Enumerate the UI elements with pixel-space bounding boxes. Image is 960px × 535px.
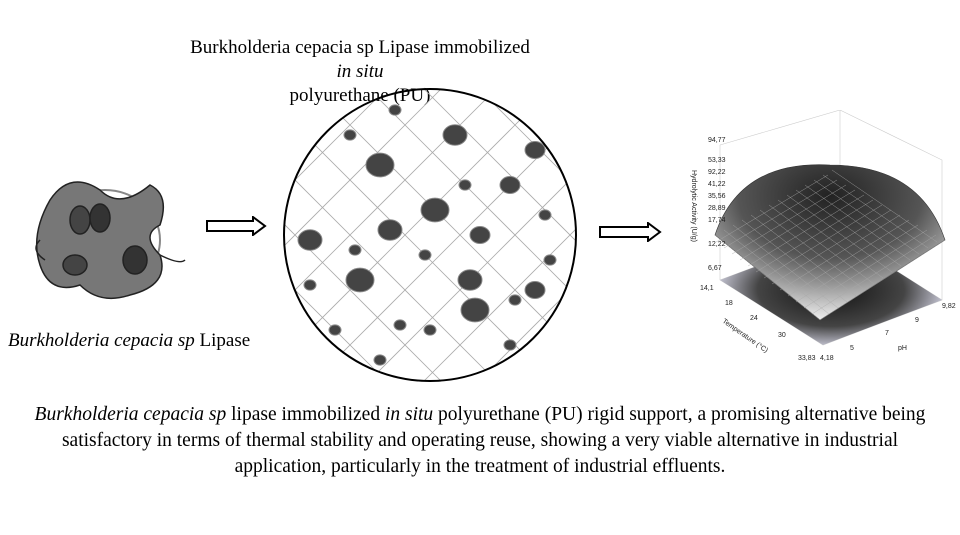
summary-italic: in situ [384, 404, 434, 425]
z-tick: 12,22 [708, 241, 726, 248]
y-tick: 9,82 [942, 303, 956, 310]
z-tick: 17,74 [708, 217, 726, 224]
x-tick: 30 [778, 332, 786, 339]
enzyme-molecule [388, 104, 402, 116]
enzyme-molecule [345, 267, 375, 293]
lipase-protein-structure-image [35, 181, 186, 300]
caption-italic: Burkholderia cepacia sp [8, 330, 195, 351]
y-tick: 4,18 [820, 355, 834, 362]
summary-italic: Burkholderia cepacia sp [34, 404, 227, 425]
title-line2: polyurethane (PU) [289, 85, 431, 106]
enzyme-molecule [343, 129, 357, 141]
enzyme-molecule [420, 197, 450, 223]
enzyme-molecule [297, 229, 323, 251]
enzyme-molecule [538, 209, 552, 221]
enzyme-molecule [393, 319, 407, 331]
y-axis-label: pH [898, 345, 907, 352]
y-tick: 7 [885, 330, 889, 337]
enzyme-molecule [508, 294, 522, 306]
enzyme-molecule [457, 269, 483, 291]
response-surface-plot: 94,77 53,33 92,22 41,22 35,56 28,89 17,7… [690, 110, 956, 362]
enzyme-molecule [442, 124, 468, 146]
x-tick: 18 [725, 300, 733, 307]
lipase-caption: Burkholderia cepacia sp Lipase [8, 330, 250, 352]
y-tick: 9 [915, 317, 919, 324]
right-arrow-icon [206, 216, 267, 236]
z-tick: 28,89 [708, 205, 726, 212]
enzyme-molecule [469, 226, 491, 244]
immobilized-title: Burkholderia cepacia sp Lipase immobiliz… [190, 36, 530, 108]
enzyme-molecule [303, 279, 317, 291]
enzyme-molecule [328, 324, 342, 336]
enzyme-molecule [423, 324, 437, 336]
enzyme-molecule [503, 339, 517, 351]
z-tick: 94,77 [708, 137, 726, 144]
enzyme-molecule [377, 219, 403, 241]
title-italic: in situ [336, 61, 384, 82]
summary-text-part: polyurethane (PU) rigid support, a promi… [61, 404, 926, 477]
enzyme-molecule [524, 281, 546, 299]
enzyme-molecule [365, 152, 395, 178]
enzyme-molecule [499, 176, 521, 194]
enzyme-molecule [373, 354, 387, 366]
enzyme-molecule [458, 179, 472, 191]
enzyme-molecule [418, 249, 432, 261]
z-tick: 6,67 [708, 265, 722, 272]
caption-plain: Lipase [194, 330, 251, 351]
x-tick: 14,1 [700, 285, 714, 292]
enzyme-molecule [460, 297, 490, 323]
title-text: Burkholderia cepacia sp Lipase immobiliz… [190, 37, 530, 58]
summary-text: Burkholderia cepacia sp lipase immobiliz… [20, 402, 940, 480]
x-tick: 33,83 [798, 355, 816, 362]
z-tick: 53,33 [708, 157, 726, 164]
z-tick: 41,22 [708, 181, 726, 188]
z-tick: 35,56 [708, 193, 726, 200]
enzyme-molecule [543, 254, 557, 266]
summary-text-part: lipase immobilized [226, 404, 385, 425]
right-arrow-icon [599, 222, 662, 242]
enzyme-molecule [348, 244, 362, 256]
z-axis-label: Hydrolytic Activity (U/g) [690, 170, 697, 242]
x-axis-label: Temperature (°C) [721, 317, 770, 354]
enzyme-molecule [524, 141, 546, 159]
polyurethane-matrix-circle [283, 88, 577, 382]
y-tick: 5 [850, 345, 854, 352]
z-tick: 92,22 [708, 169, 726, 176]
x-tick: 24 [750, 315, 758, 322]
